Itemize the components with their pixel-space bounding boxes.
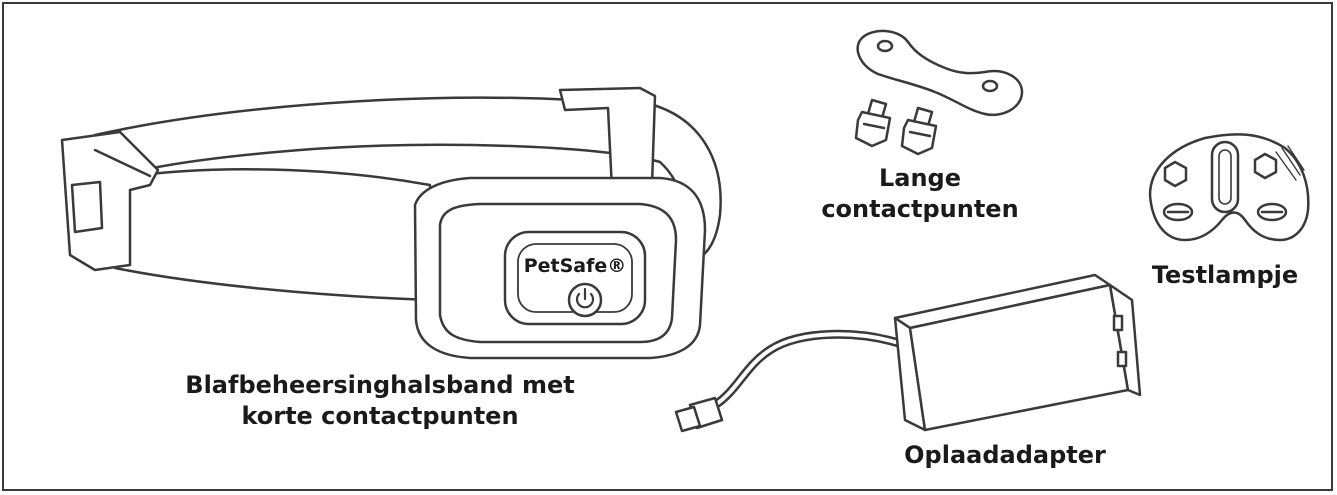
- brand-logo: PetSafe®: [524, 255, 627, 277]
- label-bark-collar-line2: korte contactpunten: [241, 402, 519, 430]
- label-long-contacts-line2: contactpunten: [821, 195, 1019, 223]
- charging-adapter: [674, 273, 1142, 433]
- adapter-cable-outline: [710, 329, 910, 410]
- test-light-bulb-inner: [1218, 149, 1232, 205]
- adapter-prong-1: [1112, 314, 1124, 332]
- test-light-nut-left: [1163, 160, 1188, 188]
- test-light-nut-right: [1253, 152, 1278, 180]
- adapter-cable-fill: [713, 332, 907, 407]
- label-long-contacts-line1: Lange: [878, 164, 962, 192]
- test-light-grip: [1275, 145, 1305, 181]
- power-icon: [575, 287, 595, 309]
- adapter-prong-2: [1116, 350, 1128, 368]
- label-bark-collar-line1: Blafbeheersinghalsband met: [185, 371, 575, 399]
- receiver-face: [438, 202, 678, 344]
- buckle-prong: [93, 148, 152, 178]
- buckle-slot: [70, 180, 104, 234]
- tool-hole-right: [981, 79, 999, 93]
- tool-hole-left: [876, 39, 894, 53]
- collar-strap-front: [108, 168, 432, 302]
- label-test-light: Testlampje: [1151, 261, 1299, 289]
- test-light-bulb: [1210, 140, 1240, 214]
- label-charger: Oplaadadapter: [904, 441, 1106, 469]
- collar-buckle: [60, 130, 160, 272]
- contact-pin-left: [854, 98, 892, 148]
- label-long-contacts: Lange contactpunten: [800, 163, 1040, 225]
- contact-tool: [856, 29, 1024, 117]
- contact-pin-right: [900, 106, 938, 156]
- receiver-panel: [503, 230, 647, 326]
- test-light: [1148, 133, 1310, 242]
- adapter-plug-tip: [674, 405, 702, 433]
- label-bark-collar: Blafbeheersinghalsband met korte contact…: [150, 370, 610, 432]
- bark-collar: [60, 86, 722, 360]
- long-contact-points: [854, 29, 1024, 156]
